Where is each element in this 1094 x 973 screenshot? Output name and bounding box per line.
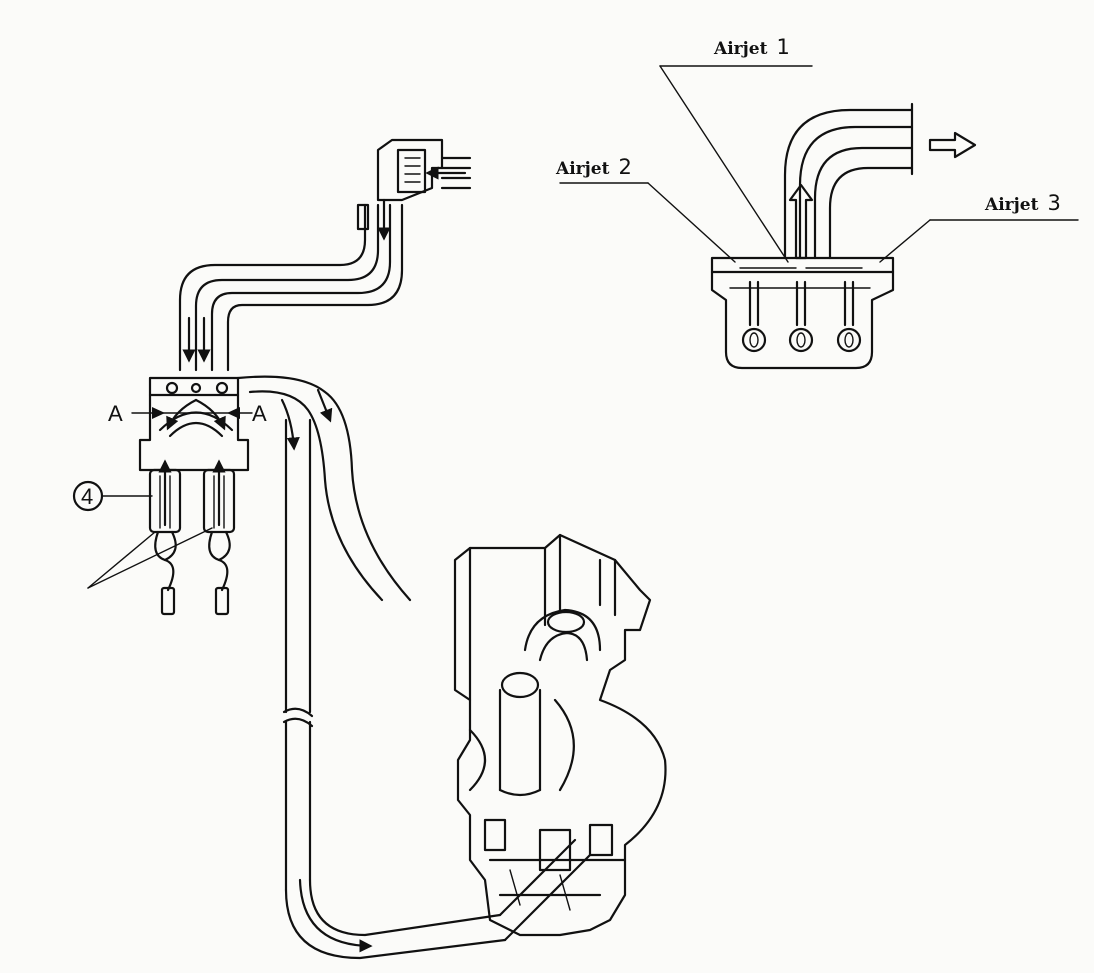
manifold-flow-arrow-icon: [788, 183, 814, 260]
burner-housing: [453, 533, 667, 937]
electrode-tubes: 4: [72, 459, 236, 616]
outlet-hoses: [236, 375, 592, 960]
callout-4-label: 4: [81, 484, 93, 509]
hose-flow-arrow-icon: [316, 388, 333, 423]
upper-pipe: [178, 198, 404, 372]
section-label-left: A: [108, 401, 123, 426]
outlet-arrow-icon: [928, 131, 977, 159]
manifold-body: [710, 256, 895, 370]
section-label-right: A: [252, 401, 267, 426]
inlet-fitting: [376, 138, 472, 202]
splitter-block: A A: [108, 376, 267, 472]
